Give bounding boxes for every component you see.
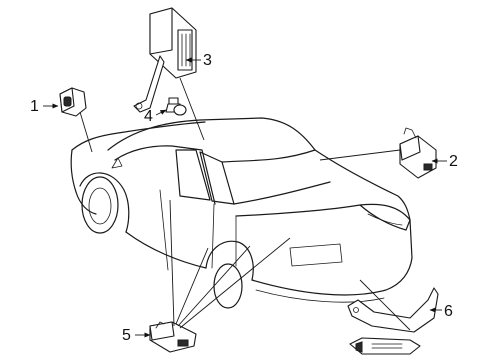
rear-glass-top <box>221 149 316 163</box>
rear-window <box>199 151 235 205</box>
callout-number-6: 6 <box>444 303 453 320</box>
callout-number-5: 5 <box>122 327 131 344</box>
front-window <box>175 149 211 201</box>
callout-2: 2 <box>431 153 458 170</box>
leader-line-5a <box>175 247 209 325</box>
leader-line-3 <box>179 77 205 141</box>
leader-line-2 <box>319 149 401 161</box>
callout-1: 1 <box>30 98 59 115</box>
tail-light <box>359 204 411 231</box>
callout-number-1: 1 <box>30 98 39 115</box>
callout-number-4: 4 <box>144 108 153 125</box>
door-line-rear <box>211 203 215 269</box>
leader-line-5b <box>177 245 251 327</box>
license-plate-area <box>289 243 343 267</box>
hood-line <box>71 121 206 151</box>
rear-wheel-arch <box>205 240 254 281</box>
belt-line <box>233 181 331 205</box>
part-3-control-unit <box>133 7 205 141</box>
leader-line-5c <box>179 237 291 329</box>
callout-5: 5 <box>122 327 151 344</box>
part-4-bolt <box>165 97 187 116</box>
leader-line-6 <box>359 279 411 331</box>
front-wheel <box>81 176 119 234</box>
tail-light-detail <box>367 213 403 226</box>
windshield <box>114 145 216 205</box>
callout-number-2: 2 <box>449 153 458 170</box>
rear-bumper-lower <box>255 289 385 303</box>
front-wheel-arch <box>79 172 130 233</box>
part-2-module <box>319 127 437 179</box>
part-1-sensor <box>59 87 93 153</box>
callout-6: 6 <box>429 303 453 320</box>
callout-3: 3 <box>185 52 212 69</box>
callout-number-3: 3 <box>203 52 212 69</box>
front-wheel-hub <box>88 187 112 225</box>
roof-line <box>107 117 316 151</box>
side-mirror <box>111 157 123 169</box>
part-5-module <box>149 199 291 353</box>
trunk-edge <box>235 203 411 221</box>
rear-bumper <box>251 219 413 296</box>
callout-4: 4 <box>144 108 167 125</box>
part-6-module <box>347 279 439 355</box>
leader-line-5d <box>169 199 175 327</box>
front-bumper <box>70 149 97 215</box>
trunk-lid <box>314 149 411 221</box>
leader-line-1 <box>79 111 93 153</box>
vehicle-outline <box>70 117 413 309</box>
rocker-panel <box>125 231 207 269</box>
door-line-front <box>159 189 169 271</box>
